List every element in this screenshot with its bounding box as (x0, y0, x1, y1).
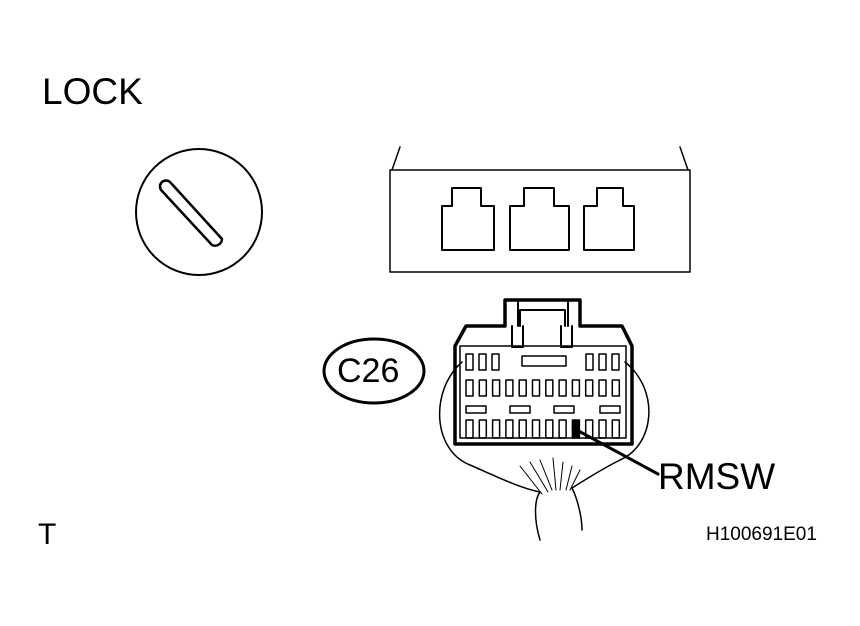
terminal-cavity (465, 419, 474, 439)
terminal-cavity (558, 419, 567, 439)
terminal-cavity (491, 379, 501, 397)
terminal-cavity (558, 379, 567, 397)
terminal-cavity (478, 353, 487, 371)
terminal-cavity (518, 379, 527, 397)
connector-terminals (459, 345, 627, 439)
terminal-cavity (491, 419, 501, 439)
terminal-cavity (505, 379, 514, 397)
wire-harness (439, 361, 650, 541)
terminal-cavity (584, 379, 594, 397)
terminal-cavity (598, 353, 607, 371)
terminal-cavity (571, 379, 581, 397)
key-cylinder-icon (135, 148, 263, 276)
corner-mark: T (38, 518, 57, 551)
terminal-cavity (611, 379, 621, 397)
center-slot (521, 355, 567, 367)
key-position-label: LOCK (42, 71, 143, 112)
terminal-cavity (598, 419, 607, 439)
terminal-cavity (585, 353, 594, 371)
terminal-cavity (505, 419, 514, 439)
socket-3 (583, 187, 635, 251)
terminal-cavity (531, 419, 541, 439)
terminal-cavity (611, 353, 620, 371)
divider-slot (599, 405, 621, 414)
connector-face (459, 345, 627, 439)
terminal-cavity (518, 419, 527, 439)
figure-code: H100691E01 (706, 524, 817, 545)
divider-slot (509, 405, 531, 414)
terminal-cavity (545, 379, 554, 397)
divider-slot (465, 405, 487, 414)
terminal-cavity (531, 379, 541, 397)
terminal-label: RMSW (658, 456, 776, 497)
terminal-cavity (491, 353, 500, 371)
terminal-cavity (465, 379, 474, 397)
divider-slot (553, 405, 575, 414)
terminal-cavity (611, 419, 621, 439)
connector-id-label: C26 (337, 352, 400, 390)
switch-socket-housing (389, 146, 691, 273)
socket-1 (441, 187, 495, 251)
connector-c26-body (453, 298, 634, 446)
terminal-cavity (598, 379, 607, 397)
rmsw-leader-line (571, 426, 660, 476)
connector-id-oval (322, 337, 426, 405)
terminal-cavity (478, 379, 488, 397)
socket-2 (509, 187, 570, 251)
terminal-cavity (465, 353, 474, 371)
terminal-cavity (545, 419, 554, 439)
terminal-cavity (478, 419, 488, 439)
